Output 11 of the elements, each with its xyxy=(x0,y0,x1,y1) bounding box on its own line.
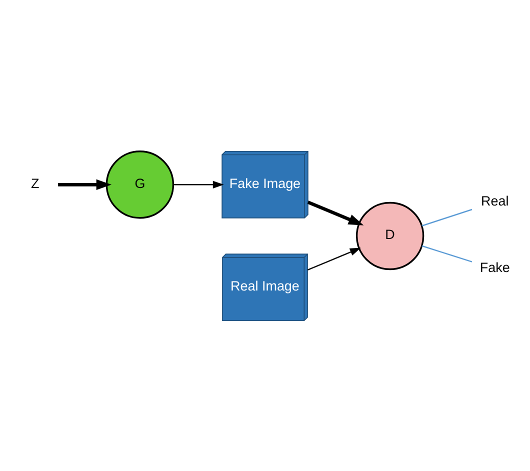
connector xyxy=(422,244,472,262)
node-text: Z xyxy=(30,175,40,190)
arrow xyxy=(174,180,224,188)
node-circle: D xyxy=(356,201,424,270)
node-circle: G xyxy=(106,150,174,218)
arrow xyxy=(58,178,112,190)
connector xyxy=(422,208,472,226)
node-text: Fake xyxy=(480,260,510,275)
arrow xyxy=(307,200,364,225)
arrow xyxy=(307,247,361,270)
node-text: Real xyxy=(481,193,509,208)
